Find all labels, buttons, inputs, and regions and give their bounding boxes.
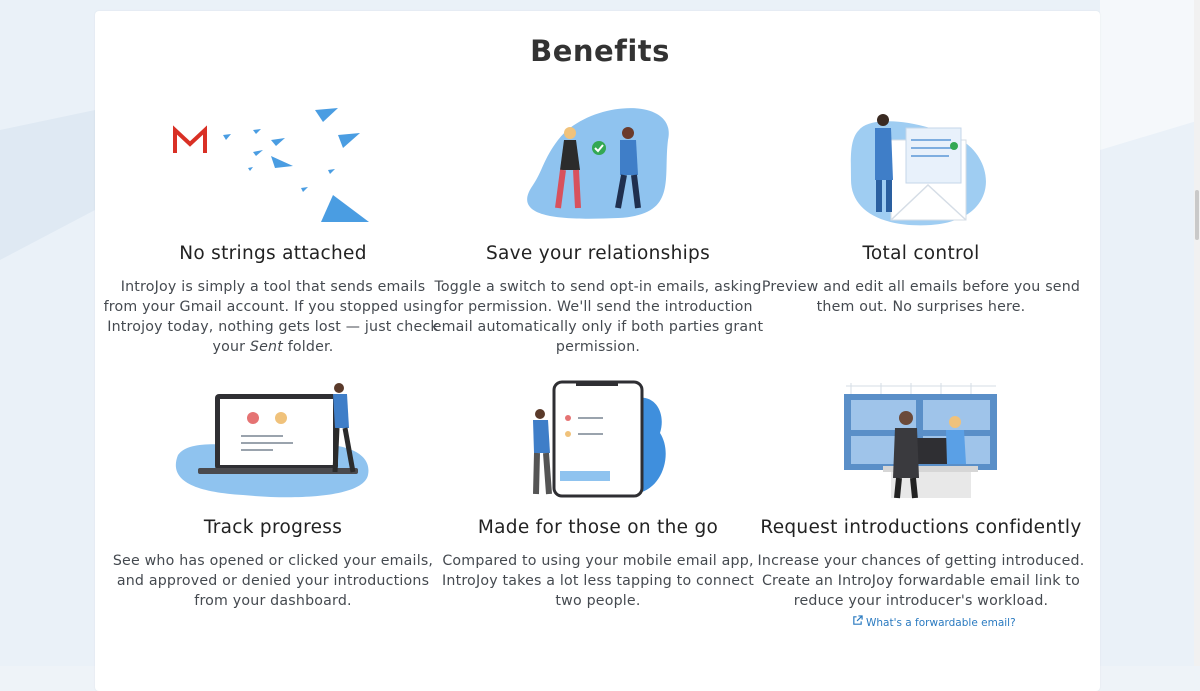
forwardable-email-link-label: What's a forwardable email?	[866, 617, 1016, 629]
handshake-illustration	[527, 108, 669, 219]
benefit-description: Toggle a switch to send opt-in emails, a…	[432, 279, 764, 355]
email-preview-illustration	[850, 114, 986, 226]
gmail-paper-planes-illustration	[173, 108, 369, 222]
scrollbar-thumb[interactable]	[1195, 190, 1199, 240]
laptop-dashboard-illustration	[175, 383, 369, 498]
benefit-title: Save your relationships	[485, 243, 711, 264]
benefit-title: Track progress	[203, 517, 343, 538]
external-link-icon	[852, 615, 863, 629]
benefit-description: Increase your chances of getting introdu…	[757, 553, 1085, 609]
office-meeting-illustration	[844, 383, 997, 499]
mobile-phone-illustration	[533, 380, 666, 498]
benefit-title: Request introductions confidently	[760, 517, 1082, 538]
page-scrollbar[interactable]	[1194, 0, 1200, 666]
sent-folder-emphasis: Sent	[249, 339, 283, 355]
benefit-description: IntroJoy is simply a tool that sends ema…	[103, 279, 443, 355]
benefit-description: See who has opened or clicked your email…	[112, 553, 434, 609]
benefit-description: Preview and edit all emails before you s…	[761, 279, 1081, 315]
forwardable-email-link[interactable]: What's a forwardable email?	[852, 615, 1016, 629]
benefit-title: No strings attached	[179, 243, 367, 264]
benefit-title: Made for those on the go	[477, 517, 719, 538]
page-title: Benefits	[530, 34, 670, 68]
benefit-description: Compared to using your mobile email app,…	[442, 553, 754, 609]
benefit-title: Total control	[862, 243, 980, 264]
